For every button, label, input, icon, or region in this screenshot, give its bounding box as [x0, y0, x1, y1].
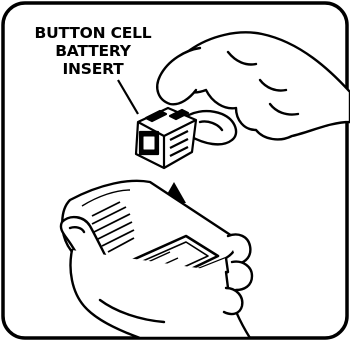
callout-line-3: INSERT: [28, 60, 158, 78]
callout-line-1: BUTTON CELL: [28, 24, 158, 42]
callout-label: BUTTON CELL BATTERY INSERT: [28, 24, 158, 78]
callout-line-2: BATTERY: [28, 42, 158, 60]
